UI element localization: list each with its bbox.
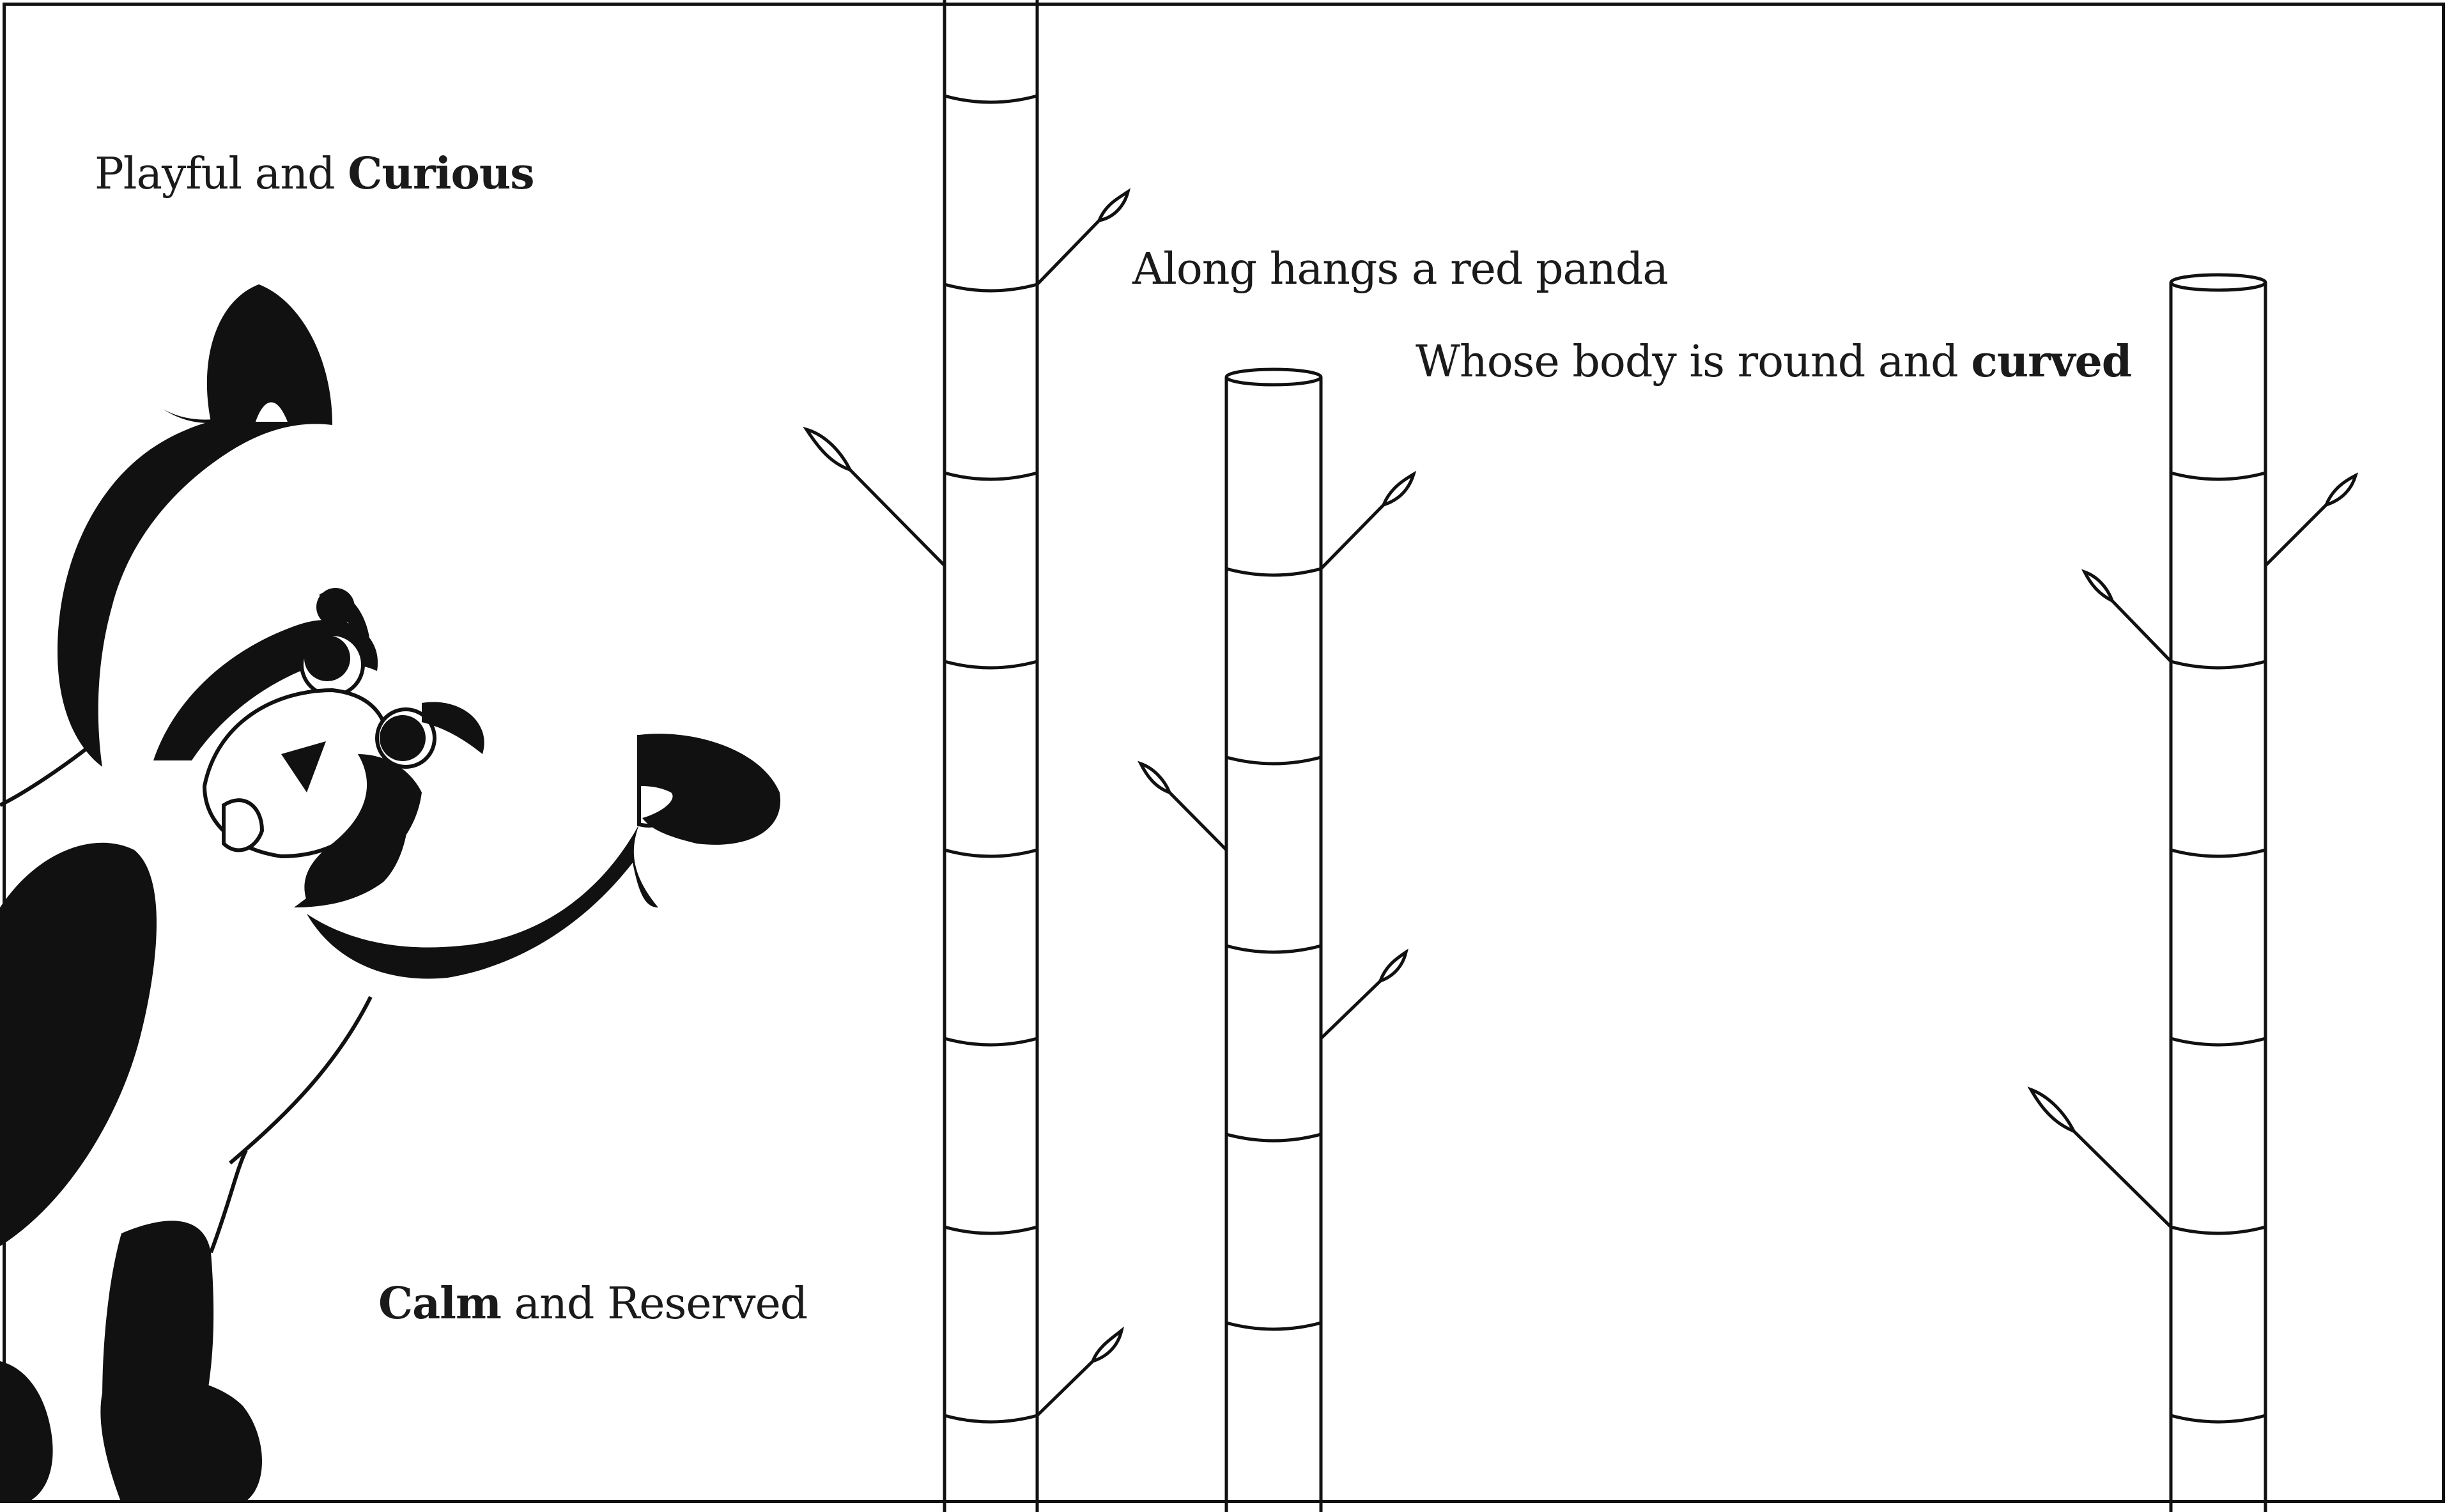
caption-calm-reserved: Calm and Reserved: [378, 1279, 808, 1329]
caption-plain: Playful and: [95, 149, 348, 199]
caption-plain: and Reserved: [500, 1279, 808, 1329]
bamboo-stalk: [803, 0, 1131, 1512]
caption-emphasis: Curious: [348, 148, 534, 199]
verse-line-2: Whose body is round and curved: [1416, 337, 2132, 387]
verse-line-1: Along hangs a red panda: [1132, 248, 1669, 291]
verse-emphasis: curved: [1971, 336, 2132, 387]
bamboo-stalk: [2027, 273, 2358, 1512]
verse-text: Whose body is round and: [1416, 337, 1972, 387]
bamboo-stalk: [1138, 367, 1417, 1512]
verse-text: Along hangs a red panda: [1132, 244, 1669, 295]
panda-illustration: [0, 284, 781, 1503]
caption-emphasis: Calm: [378, 1278, 502, 1329]
caption-playful-curious: Playful and Curious: [95, 149, 535, 199]
